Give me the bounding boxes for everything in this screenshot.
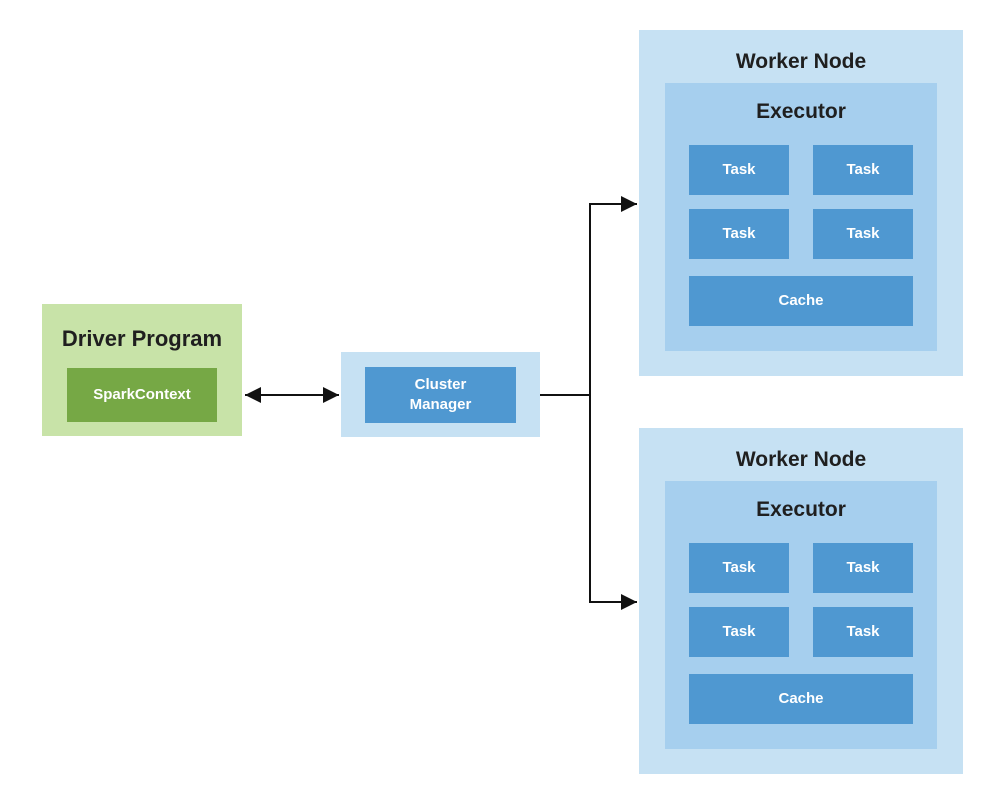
task-box: Task [813,607,913,657]
task-box: Task [689,209,789,259]
driver-program-title: Driver Program [61,326,223,351]
cluster-manager-label-line2: Manager [409,396,472,413]
task-box: Task [689,145,789,195]
task-box: Task [689,543,789,593]
worker-node-title: Worker Node [735,448,867,471]
cache-box: Cache [689,276,913,326]
task-box: Task [813,209,913,259]
cluster-manager-box: Cluster Manager [341,352,540,437]
executor-title: Executor [756,100,846,123]
cluster-manager-chip: Cluster Manager [365,367,516,423]
worker-node-title: Worker Node [735,50,867,73]
task-box: Task [689,607,789,657]
driver-program-box: Driver Program SparkContext [42,304,242,436]
worker-node-2: Worker Node Executor Task Task Task Task… [639,428,963,774]
executor-box: Executor Task Task Task Task Cache [665,83,937,351]
task-box: Task [813,543,913,593]
executor-title: Executor [756,498,846,521]
spark-context-box: SparkContext [67,368,217,422]
worker-node-1: Worker Node Executor Task Task Task Task… [639,30,963,376]
cluster-manager-label-line1: Cluster [414,376,467,393]
executor-box: Executor Task Task Task Task Cache [665,481,937,749]
cache-box: Cache [689,674,913,724]
task-box: Task [813,145,913,195]
